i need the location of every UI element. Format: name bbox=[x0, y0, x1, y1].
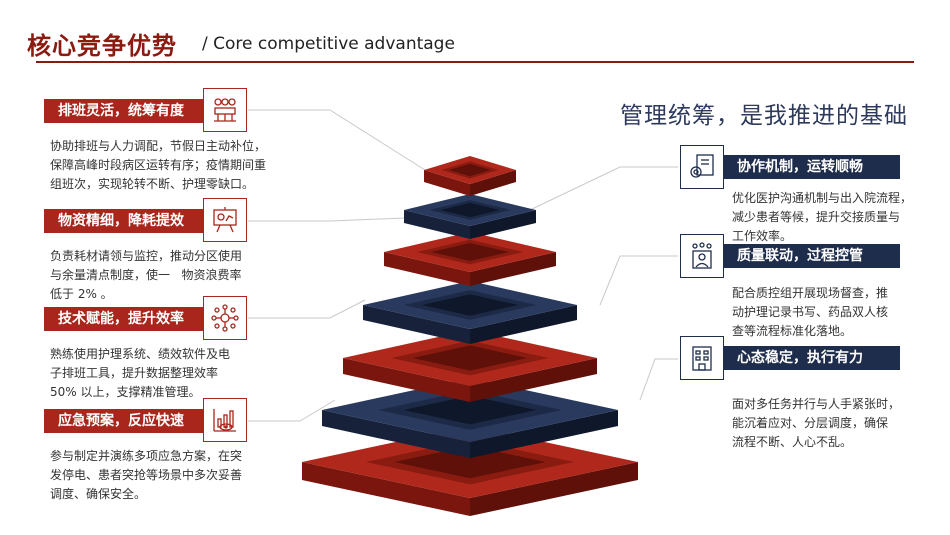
pyramid-layer-side bbox=[470, 462, 638, 516]
label-collaboration: 协作机制，运转顺畅 bbox=[723, 155, 900, 179]
pyramid-layer-side bbox=[470, 410, 618, 458]
desc-line: 组班次，实现轮转不断、护理零缺口。 bbox=[50, 177, 255, 191]
desc-line: 配合质控组开展现场督查，推 bbox=[732, 286, 889, 300]
team-network-icon bbox=[203, 88, 247, 132]
pyramid-layer-side bbox=[322, 410, 470, 458]
desc-line: 50% 以上，支撑精准管理。 bbox=[50, 385, 201, 399]
pyramid-layer-side bbox=[384, 252, 470, 286]
desc-line: 减少患者等候，提升交接质量与 bbox=[732, 210, 901, 224]
person-rating-icon bbox=[680, 234, 724, 278]
desc-line: 子排班工具，提升数据整理效率 bbox=[50, 366, 219, 380]
pyramid-layer-core bbox=[449, 163, 491, 177]
desc-technology: 熟练使用护理系统、绩效软件及电 子排班工具，提升数据整理效率 50% 以上，支撑… bbox=[50, 345, 230, 402]
pyramid-layer-core bbox=[403, 395, 537, 425]
desc-line: 优化医护沟通机制与出入院流程， bbox=[732, 191, 913, 205]
pyramid-layer-side bbox=[302, 462, 470, 516]
document-gear-icon bbox=[680, 145, 724, 189]
presentation-board-icon bbox=[203, 198, 247, 242]
desc-line: 负责耗材请领与监控，推动分区使用 bbox=[50, 249, 243, 263]
pyramid-layer-side bbox=[343, 358, 470, 402]
desc-line: 能沉着应对、分层调度，确保 bbox=[732, 416, 889, 430]
label-mindset: 心态稳定，执行有力 bbox=[723, 346, 900, 370]
analytics-eye-icon bbox=[203, 398, 247, 442]
pyramid-layer-side bbox=[470, 305, 577, 344]
pyramid-layer-side bbox=[470, 170, 516, 196]
desc-line: 工作效率。 bbox=[732, 229, 793, 243]
desc-line: 面对多任务并行与人手紧张时， bbox=[732, 397, 901, 411]
desc-materials: 负责耗材请领与监控，推动分区使用 与余量清点制度，使一 物资浪费率 低于 2% … bbox=[50, 247, 242, 304]
label-quality: 质量联动，过程控管 bbox=[723, 244, 900, 268]
desc-quality: 配合质控组开展现场督查，推 动护理记录书写、药品双人核 查等流程标准化落地。 bbox=[732, 284, 888, 341]
pyramid-layer-core bbox=[431, 243, 509, 261]
desc-line: 协助排班与人力调配，节假日主动补位， bbox=[50, 139, 267, 153]
desc-line: 熟练使用护理系统、绩效软件及电 bbox=[50, 347, 231, 361]
page-subtitle: / Core competitive advantage bbox=[202, 34, 455, 54]
pyramid-layer-side bbox=[470, 210, 536, 239]
desc-collaboration: 优化医护沟通机制与出入院流程， 减少患者等候，提升交接质量与 工作效率。 bbox=[732, 189, 912, 246]
pyramid-layer-side bbox=[470, 358, 597, 402]
building-chart-icon bbox=[680, 336, 724, 380]
pyramid-layer-core bbox=[421, 294, 519, 316]
label-emergency: 应急预案，反应快速 bbox=[44, 409, 204, 433]
pyramid-layer-side bbox=[424, 170, 470, 196]
title-divider bbox=[36, 61, 914, 63]
desc-line: 调度、确保安全。 bbox=[50, 487, 147, 501]
desc-line: 查等流程标准化落地。 bbox=[732, 324, 853, 338]
desc-line: 保障高峰时段病区运转有序；疫情期间重 bbox=[50, 158, 267, 172]
desc-line: 发停电、患者突抢等场景中多次妥善 bbox=[50, 468, 243, 482]
pyramid-layer-core bbox=[394, 445, 546, 479]
pyramid-layer-core bbox=[412, 345, 528, 371]
desc-line: 与余量清点制度，使一 物资浪费率 bbox=[50, 268, 242, 282]
pyramid-layer-core bbox=[440, 202, 500, 218]
pyramid-layer-side bbox=[404, 210, 470, 239]
desc-line: 动护理记录书写、药品双人核 bbox=[732, 305, 889, 319]
headline: 管理统筹，是我推进的基础 bbox=[620, 103, 908, 129]
label-scheduling: 排班灵活，统筹有度 bbox=[44, 99, 204, 123]
desc-line: 低于 2% 。 bbox=[50, 287, 113, 301]
page-title: 核心竞争优势 bbox=[27, 32, 177, 60]
label-materials: 物资精细，降耗提效 bbox=[44, 209, 204, 233]
pyramid-layer-side bbox=[363, 305, 470, 344]
network-hub-icon bbox=[203, 296, 247, 340]
pyramid-layer-side bbox=[470, 252, 556, 286]
label-technology: 技术赋能，提升效率 bbox=[44, 307, 204, 331]
desc-line: 参与制定并演练多项应急方案，在突 bbox=[50, 449, 243, 463]
desc-line: 流程不断、人心不乱。 bbox=[732, 435, 853, 449]
desc-emergency: 参与制定并演练多项应急方案，在突 发停电、患者突抢等场景中多次妥善 调度、确保安… bbox=[50, 447, 242, 504]
desc-scheduling: 协助排班与人力调配，节假日主动补位， 保障高峰时段病区运转有序；疫情期间重 组班… bbox=[50, 137, 266, 194]
desc-mindset: 面对多任务并行与人手紧张时， 能沉着应对、分层调度，确保 流程不断、人心不乱。 bbox=[732, 395, 900, 452]
